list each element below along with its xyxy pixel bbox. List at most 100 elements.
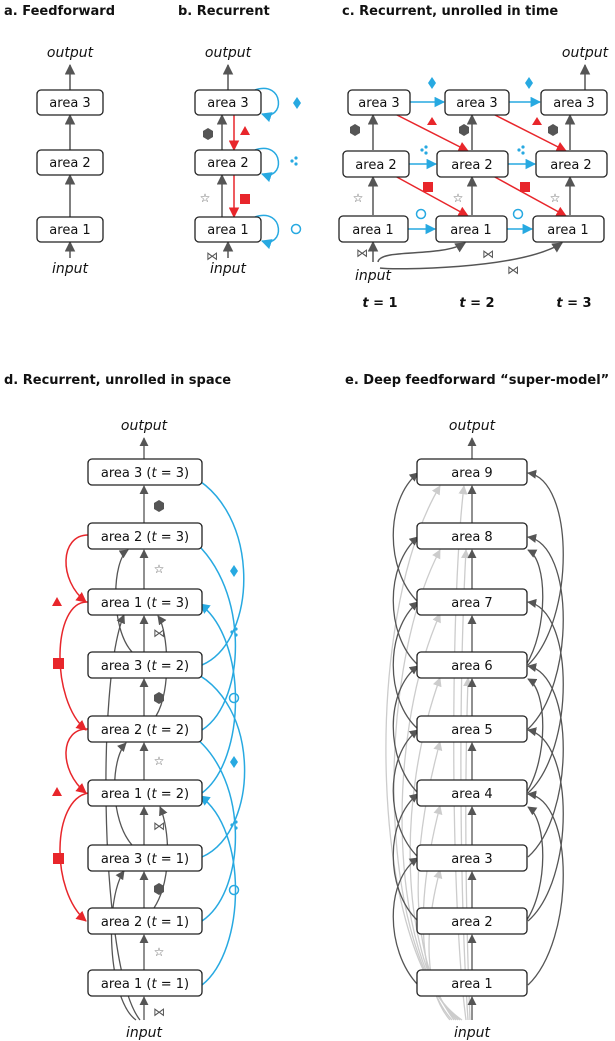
diamond-icon — [525, 77, 533, 89]
svg-text:area 2: area 2 — [550, 158, 591, 173]
square-icon — [423, 182, 433, 192]
svg-text:area 1: area 1 — [207, 223, 248, 238]
dots-icon — [230, 627, 238, 637]
svg-text:area 1 (t = 3): area 1 (t = 3) — [101, 596, 189, 611]
hexagon-icon — [203, 128, 213, 140]
panel-d-area-3-t3: area 3 (t = 3) — [87, 458, 203, 486]
panel-d-output: output — [121, 418, 168, 434]
panel-c-area-1-t2: area 1 — [435, 215, 508, 243]
panel-d-area-3-t1: area 3 (t = 1) — [87, 844, 203, 872]
panel-b-lateral-loops — [254, 87, 280, 250]
panel-d-area-2-t1: area 2 (t = 1) — [87, 907, 203, 935]
skip-arrow — [525, 806, 544, 922]
svg-text:area 3: area 3 — [553, 96, 594, 111]
svg-text:area 2: area 2 — [355, 158, 396, 173]
panel-d-area-3-t2: area 3 (t = 2) — [87, 651, 203, 679]
hexagon-icon — [548, 124, 558, 136]
ff-arrow — [110, 870, 137, 1021]
skip-arrow — [527, 469, 564, 666]
star-icon: ☆ — [154, 945, 165, 959]
bowtie-icon: ⋈ — [153, 819, 165, 833]
circle-icon — [415, 208, 427, 220]
panel-d: d. Recurrent, unrolled in space output i… — [4, 373, 246, 1041]
self-loop-arrow — [254, 214, 280, 250]
panel-b-output: output — [205, 45, 252, 61]
panel-b-title: b. Recurrent — [178, 4, 270, 19]
panel-a-area-3: area 3 — [36, 89, 104, 116]
panel-e-ff-arrows — [392, 437, 564, 1020]
star-icon: ☆ — [453, 191, 464, 205]
lateral-arrow — [199, 603, 237, 794]
svg-text:area 1: area 1 — [450, 223, 491, 238]
panel-c-title: c. Recurrent, unrolled in time — [342, 4, 558, 19]
time-label-2: t = 2 — [459, 296, 494, 311]
ff-arrow — [377, 242, 466, 263]
panel-c-output: output — [562, 45, 609, 61]
bowtie-icon: ⋈ — [206, 249, 218, 263]
hexagon-icon — [459, 124, 469, 136]
topdown-arrow — [492, 113, 567, 152]
panel-a-area-1: area 1 — [36, 216, 104, 243]
diamond-icon — [293, 97, 301, 109]
circle-icon — [290, 223, 302, 235]
panel-c-topdown-arrows — [394, 113, 567, 217]
panel-a-title: a. Feedforward — [4, 4, 115, 19]
svg-text:area 3 (t = 1): area 3 (t = 1) — [101, 852, 189, 867]
panel-c: c. Recurrent, unrolled in time output in… — [338, 4, 609, 311]
panel-d-area-2-t2: area 2 (t = 2) — [87, 715, 203, 743]
skip-arrow — [392, 601, 419, 730]
svg-text:area 6: area 6 — [451, 659, 492, 674]
svg-text:area 1: area 1 — [49, 223, 90, 238]
lateral-arrow — [185, 534, 237, 731]
star-icon: ☆ — [550, 191, 561, 205]
svg-text:area 2 (t = 3): area 2 (t = 3) — [101, 530, 189, 545]
dots-icon — [517, 145, 525, 155]
panel-a-output: output — [47, 45, 94, 61]
svg-text:area 2: area 2 — [451, 915, 492, 930]
skip-arrow — [527, 663, 564, 858]
panel-c-area-3-t3: area 3 — [540, 89, 608, 116]
panel-d-area-1-t2: area 1 (t = 2) — [87, 779, 203, 807]
square-icon — [240, 194, 250, 204]
skip-arrow — [392, 472, 419, 603]
panel-a: a. Feedforward output input area 3 area … — [4, 4, 115, 277]
svg-text:area 3 (t = 3): area 3 (t = 3) — [101, 466, 189, 481]
lateral-arrow — [178, 664, 246, 858]
svg-text:area 3 (t = 2): area 3 (t = 2) — [101, 659, 189, 674]
svg-text:area 3: area 3 — [207, 96, 248, 111]
dots-icon — [230, 820, 238, 830]
svg-text:area 1 (t = 1): area 1 (t = 1) — [101, 977, 189, 992]
square-icon — [53, 658, 64, 669]
panel-d-topdown-arrows — [59, 534, 89, 922]
panel-c-area-3-t2: area 3 — [444, 89, 510, 116]
topdown-arrow — [65, 728, 89, 794]
panel-b-input: input — [210, 261, 247, 277]
star-icon: ☆ — [154, 754, 165, 768]
star-icon: ☆ — [200, 191, 211, 205]
svg-text:area 4: area 4 — [451, 787, 492, 802]
bowtie-icon: ⋈ — [356, 246, 368, 260]
panel-c-input: input — [355, 268, 392, 284]
skip-arrow — [392, 793, 419, 922]
panel-b-ff-arrows — [216, 63, 234, 258]
panel-c-area-2-t1: area 2 — [342, 150, 410, 178]
svg-text:area 1: area 1 — [451, 977, 492, 992]
panel-e-area-7: area 7 — [416, 588, 528, 616]
svg-text:area 2: area 2 — [49, 156, 90, 171]
triangle-icon — [52, 787, 62, 796]
star-icon: ☆ — [353, 191, 364, 205]
star-icon: ☆ — [154, 562, 165, 576]
hexagon-icon — [154, 883, 164, 895]
lateral-arrow — [185, 730, 237, 922]
svg-text:area 8: area 8 — [451, 530, 492, 545]
panel-e-area-8: area 8 — [416, 522, 528, 550]
panel-e-output: output — [449, 418, 496, 434]
panel-e-area-9: area 9 — [416, 458, 528, 486]
svg-text:area 2: area 2 — [207, 156, 248, 171]
time-label-1: t = 1 — [362, 296, 397, 311]
square-icon — [520, 182, 530, 192]
topdown-arrow — [394, 175, 469, 217]
ff-arrow — [379, 242, 563, 270]
svg-text:area 3: area 3 — [451, 852, 492, 867]
hexagon-icon — [350, 124, 360, 136]
